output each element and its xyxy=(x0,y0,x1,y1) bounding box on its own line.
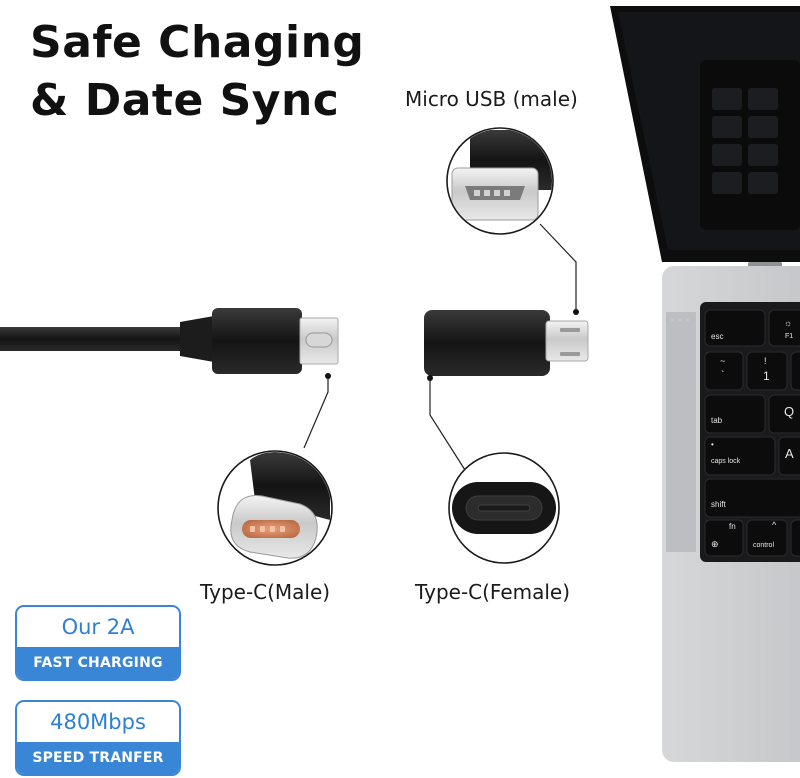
key-exclamation-label: ! xyxy=(764,356,767,366)
badge-caption: SPEED TRANFER xyxy=(17,742,179,774)
fast-charging-badge: Our 2A FAST CHARGING xyxy=(15,605,181,681)
headline: Safe Chaging & Date Sync xyxy=(30,14,410,130)
micro-usb-adapter xyxy=(424,310,589,376)
key-f1-label: F1 xyxy=(785,333,794,340)
laptop-base xyxy=(662,266,800,762)
speed-transfer-badge: 480Mbps SPEED TRANFER xyxy=(15,700,181,776)
badge-caption: FAST CHARGING xyxy=(17,647,179,679)
badge-value: Our 2A xyxy=(61,615,135,639)
key-control-label: control xyxy=(753,542,775,549)
globe-icon: ⊕ xyxy=(711,539,719,549)
key-shift-label: shift xyxy=(711,500,726,509)
type-c-female-label: Type-C(Female) xyxy=(415,580,571,604)
type-c-male-label: Type-C(Male) xyxy=(200,580,331,604)
key-caps-lock-label: caps lock xyxy=(711,458,741,465)
callout-lines xyxy=(303,223,577,471)
type-c-female-detail-circle xyxy=(448,452,560,564)
brightness-icon: ☼ xyxy=(784,318,793,328)
headline-line-2: & Date Sync xyxy=(30,75,340,126)
laptop-screen xyxy=(610,6,800,274)
headline-line-1: Safe Chaging xyxy=(30,17,365,68)
key-tilde-label: ~ xyxy=(720,356,726,366)
type-c-cable xyxy=(0,308,339,374)
key-fn-label: fn xyxy=(729,522,736,531)
key-backtick-label: ` xyxy=(721,370,725,381)
key-1-label: 1 xyxy=(763,369,770,383)
key-esc-label: esc xyxy=(711,332,724,341)
key-q-label: Q xyxy=(784,404,795,419)
key-a-label: A xyxy=(785,446,794,461)
key-tab-label: tab xyxy=(711,416,723,425)
micro-usb-detail-circle xyxy=(446,127,554,235)
type-c-male-detail-circle xyxy=(217,450,333,566)
micro-usb-label: Micro USB (male) xyxy=(405,87,578,111)
badge-value: 480Mbps xyxy=(50,710,146,734)
chevron-up-icon: ^ xyxy=(772,520,777,530)
